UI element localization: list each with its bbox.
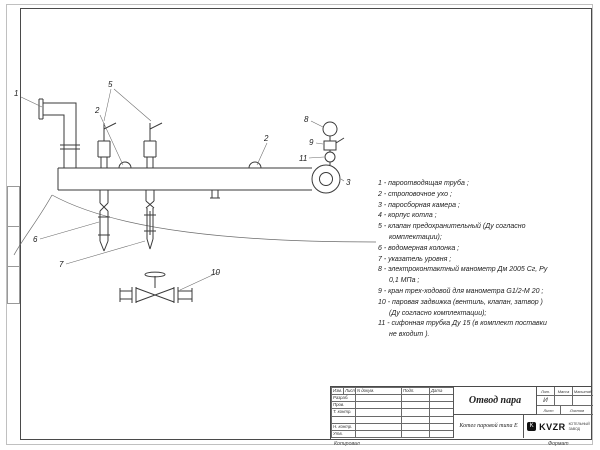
footer-format-label: Формат bbox=[548, 441, 569, 447]
mass-label: Масса bbox=[555, 387, 573, 396]
lit-label: Лит. bbox=[537, 387, 555, 396]
note-line: 11 - сифонная трубка Ду 15 (в комплект п… bbox=[378, 320, 547, 328]
scale-label: Масштаб bbox=[573, 387, 593, 396]
footer-copied-label: Копировал bbox=[334, 441, 360, 447]
callout-2b: 2 bbox=[263, 134, 269, 143]
lit-mass-scale-block: Лит. Масса Масштаб И Лист Листов bbox=[537, 387, 593, 415]
callout-3: 3 bbox=[346, 178, 351, 187]
sign-row-nkontr: Н. контр. bbox=[331, 422, 356, 431]
piping-diagram: 1 5 2 2 8 9 11 3 6 7 10 bbox=[13, 80, 377, 303]
title-block-right-region: Отвод пара Лит. Масса Масштаб И Лист Лис… bbox=[453, 387, 593, 438]
col-docnum: N докум. bbox=[355, 386, 402, 396]
sheet-label: Лист bbox=[537, 406, 561, 415]
note-line: 9 - кран трех-ходовой для манометра G1/2… bbox=[378, 287, 544, 295]
sheet-edge bbox=[6, 4, 593, 445]
siphon-tube bbox=[324, 151, 336, 163]
col-data: Дата bbox=[429, 386, 454, 396]
col-podp: Подп. bbox=[401, 386, 430, 396]
revision-signature-table: Изм. Лист N докум. Подп. Дата Разраб. Пр… bbox=[331, 386, 454, 439]
company-line1: КОТЕЛЬНЫЙ bbox=[568, 422, 590, 427]
water-gauge-column bbox=[98, 190, 110, 252]
doc-title: Отвод пара bbox=[454, 387, 537, 415]
sign-row-empty bbox=[331, 415, 356, 424]
steam-outlet-pipe bbox=[38, 98, 80, 168]
col-izm: Изм. bbox=[331, 386, 344, 396]
manometer-assembly bbox=[322, 121, 345, 165]
note-line: 3 - паросборная камера ; bbox=[378, 201, 460, 209]
note-line: 4 - корпус котла ; bbox=[378, 212, 437, 220]
sign-row-prov: Пров. bbox=[331, 401, 356, 410]
note-line: 2 - строповочное ухо ; bbox=[378, 190, 452, 198]
callout-1: 1 bbox=[14, 89, 18, 98]
safety-valve-right bbox=[143, 122, 163, 168]
callout-9: 9 bbox=[309, 138, 314, 147]
callout-2a: 2 bbox=[94, 106, 100, 115]
callout-numbers: 1 5 2 2 8 9 11 3 6 7 10 bbox=[14, 80, 351, 277]
note-line: 5 - клапан предохранительный (Ду согласн… bbox=[378, 223, 526, 231]
callout-7: 7 bbox=[59, 260, 64, 269]
callout-6: 6 bbox=[33, 235, 38, 244]
note-line: комплектации); bbox=[389, 233, 442, 241]
margin-stamp-cell bbox=[8, 227, 19, 267]
steam-header-pipe bbox=[57, 167, 312, 191]
sign-row-tkontr: Т. контр. bbox=[331, 408, 356, 417]
title-block: Изм. Лист N докум. Подп. Дата Разраб. Пр… bbox=[330, 386, 593, 440]
company-logo-cell: K KVZR КОТЕЛЬНЫЙ ЗАВОД bbox=[524, 415, 593, 438]
drum-nozzle bbox=[210, 190, 220, 199]
note-line: (Ду согласно комплектации); bbox=[389, 309, 487, 317]
boiler-shell-outline bbox=[13, 194, 377, 256]
company-line2: ЗАВОД bbox=[568, 426, 580, 431]
sign-row-utv: Утв. bbox=[331, 429, 356, 439]
product-name: Котел паровой типа Е bbox=[454, 415, 524, 438]
company-name: КОТЕЛЬНЫЙ ЗАВОД bbox=[569, 422, 590, 430]
pressure-gauge bbox=[322, 121, 338, 137]
safety-valve-left bbox=[97, 122, 117, 168]
steam-chamber bbox=[311, 164, 341, 194]
level-indicator bbox=[144, 190, 156, 250]
note-line: 0,1 МПа ; bbox=[389, 277, 420, 285]
three-way-cock bbox=[323, 140, 337, 151]
note-line: 8 - электроконтактный манометр Дм 2005 С… bbox=[378, 266, 548, 274]
sign-row-razrab: Разраб. bbox=[331, 394, 356, 403]
callout-10: 10 bbox=[211, 268, 220, 277]
callout-leaders bbox=[20, 88, 345, 291]
valve-handwheel bbox=[144, 271, 166, 278]
steam-gate-valve bbox=[119, 271, 193, 303]
left-margin-stamps bbox=[7, 186, 20, 304]
margin-stamp-cell bbox=[8, 187, 19, 227]
kvzr-logo: KVZR bbox=[539, 421, 566, 432]
note-line: 10 - паровая задвижка (вентиль, клапан, … bbox=[378, 298, 543, 306]
note-line: 1 - пароотводящая труба ; bbox=[378, 180, 469, 187]
parts-list: 1 - пароотводящая труба ; 2 - строповочн… bbox=[378, 179, 592, 341]
lifting-eyes bbox=[118, 161, 262, 169]
note-line: 6 - водомерная колонка ; bbox=[378, 244, 460, 252]
note-line: 7 - указатель уровня ; bbox=[378, 255, 452, 263]
kvzr-logo-icon: K bbox=[527, 422, 537, 431]
callout-5: 5 bbox=[108, 80, 113, 89]
mass-value bbox=[555, 396, 573, 406]
scale-value bbox=[573, 396, 593, 406]
sheets-label: Листов bbox=[561, 406, 593, 415]
drawing-frame bbox=[20, 8, 592, 440]
callout-11: 11 bbox=[299, 154, 307, 163]
col-list: Лист bbox=[343, 386, 356, 396]
callout-8: 8 bbox=[304, 115, 309, 124]
note-line: не входит ). bbox=[389, 331, 430, 339]
lit-value: И bbox=[537, 396, 555, 406]
